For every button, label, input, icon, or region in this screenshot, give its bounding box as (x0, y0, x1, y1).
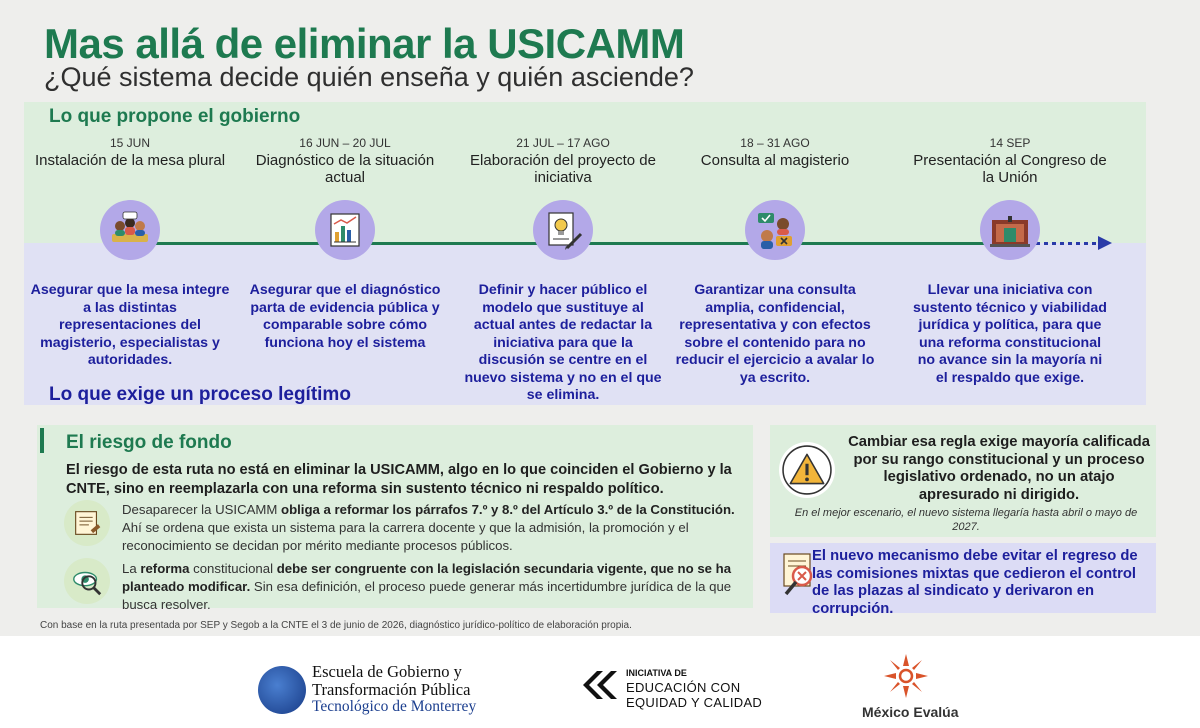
iec-logo-icon (577, 663, 621, 707)
mixed-commissions-text: El nuevo mecanismo debe evitar el regres… (812, 548, 1138, 617)
risk-paragraph-constitution: Desaparecer la USICAMM obliga a reformar… (122, 501, 742, 555)
step-requirement: Asegurar que el diagnóstico parta de evi… (249, 282, 441, 351)
page-title: Mas allá de eliminar la USICAMM (44, 20, 685, 67)
risk-p2-emphasis-2: debe ser congruente con la legislación s… (122, 561, 732, 594)
step-date: 16 JUN – 20 JUL (299, 136, 391, 150)
risk-p1-text-end: Ahí se ordena que exista un sistema para… (122, 520, 689, 553)
risk-p2-text-mid: constitucional (189, 561, 277, 576)
meeting-table-icon (100, 200, 160, 260)
magnifier-eye-icon (64, 558, 110, 604)
itesm-name-line-3: Tecnológico de Monterrey (312, 698, 477, 715)
timeline-step-consulta: 18 – 31 AGO Consulta al magisterio Garan… (675, 0, 875, 386)
page-subtitle: ¿Qué sistema decide quién enseña y quién… (44, 62, 694, 92)
step-date: 18 – 31 AGO (740, 136, 810, 150)
risk-p1-text: Desaparecer la USICAMM (122, 502, 282, 517)
itesm-name-line-1: Escuela de Gobierno y (312, 662, 462, 681)
timeline-dotted-extension (1020, 242, 1102, 245)
document-idea-icon (533, 200, 593, 260)
step-title: Presentación al Congreso de la Unión (913, 152, 1107, 186)
risk-p2-emphasis: reforma (140, 561, 190, 576)
itesm-name-line-2: Transformación Pública (312, 680, 471, 699)
best-scenario-note: En el mejor escenario, el nuevo sistema … (794, 507, 1138, 533)
iec-name-line-1: INICIATIVA DE (626, 668, 687, 678)
risk-paragraph-legislation: La reforma constitucional debe ser congr… (122, 560, 742, 614)
step-requirement: Garantizar una consulta amplia, confiden… (675, 282, 875, 386)
step-requirement: Definir y hacer público el modelo que su… (464, 282, 662, 403)
timeline-step-mesa-plural: 15 JUN Instalación de la mesa plural Ase… (30, 0, 230, 368)
timeline-arrow-icon (1098, 236, 1112, 250)
source-note: Con base en la ruta presentada por SEP y… (40, 620, 632, 631)
legitimate-process-band (24, 243, 1146, 405)
diagnosis-chart-icon (315, 200, 375, 260)
step-requirement: Llevar una iniciativa con sustento técni… (913, 282, 1107, 386)
timeline-step-diagnostico: 16 JUN – 20 JUL Diagnóstico de la situac… (245, 0, 445, 351)
risk-main-text: El riesgo de esta ruta no está en elimin… (66, 462, 732, 497)
qualified-majority-panel (770, 425, 1156, 537)
step-title: Consulta al magisterio (700, 152, 850, 169)
risk-heading: El riesgo de fondo (66, 432, 232, 453)
risk-accent-bar (40, 428, 44, 453)
step-title: Instalación de la mesa plural (34, 152, 226, 169)
step-requirement: Asegurar que la mesa integre a las disti… (30, 282, 230, 368)
step-title: Diagnóstico de la situación actual (255, 152, 435, 186)
step-title: Elaboración del proyecto de iniciativa (470, 152, 656, 186)
document-search-icon (776, 548, 828, 600)
itesm-logo-icon (258, 666, 306, 714)
consultation-icon (745, 200, 805, 260)
iec-name-line-2: EDUCACIÓN CON (626, 680, 741, 695)
law-scroll-icon (64, 500, 110, 546)
legitimate-process-heading: Lo que exige un proceso legítimo (49, 384, 351, 405)
step-date: 14 SEP (989, 136, 1031, 150)
government-proposal-heading: Lo que propone el gobierno (49, 106, 301, 127)
risk-p2-text-end: Sin esa definición, el proceso puede gen… (122, 579, 732, 612)
mixed-commissions-panel (770, 543, 1156, 613)
timeline-step-congreso: 14 SEP Presentación al Congreso de la Un… (910, 0, 1110, 386)
step-date: 21 JUL – 17 AGO (516, 136, 610, 150)
risk-p2-text: La (122, 561, 141, 576)
step-date: 15 JUN (109, 136, 150, 150)
iec-name-line-3: EQUIDAD Y CALIDAD (626, 695, 763, 710)
qualified-majority-text: Cambiar esa regla exige mayoría califica… (848, 434, 1150, 503)
risk-panel (37, 425, 753, 608)
mexico-evalua-name: México Evalúa (862, 704, 959, 720)
warning-icon (779, 442, 835, 498)
risk-p1-emphasis: obliga a reformar los párrafos 7.º y 8.º… (281, 502, 735, 517)
mexico-evalua-logo-icon (878, 648, 934, 704)
congress-building-icon (980, 200, 1040, 260)
timeline-step-elaboracion: 21 JUL – 17 AGO Elaboración del proyecto… (463, 0, 663, 403)
